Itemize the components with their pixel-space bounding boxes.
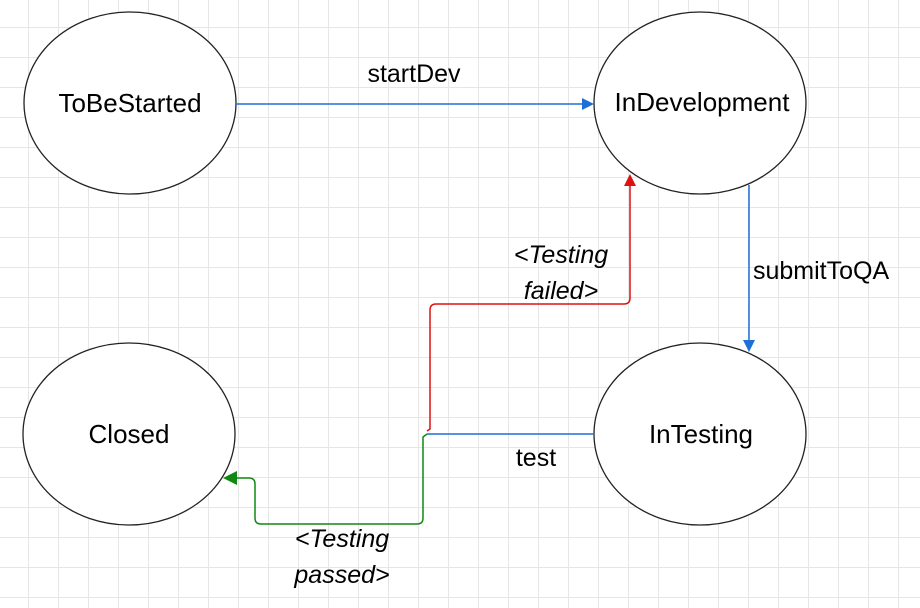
edge-testing-failed[interactable] xyxy=(426,174,636,432)
node-label: ToBeStarted xyxy=(58,88,201,118)
edge-label-line: <Testing xyxy=(514,241,608,269)
node-to-be-started[interactable]: ToBeStarted xyxy=(23,11,237,195)
edge-label-line: <Testing xyxy=(295,525,389,553)
edge-label-testing-passed: <Testing passed> xyxy=(293,525,389,589)
node-label: InTesting xyxy=(649,419,753,449)
edge-label-line: passed> xyxy=(293,561,389,589)
node-label: Closed xyxy=(89,419,170,449)
node-in-development[interactable]: InDevelopment xyxy=(593,11,807,195)
edge-label-test: test xyxy=(516,444,556,472)
edge-label-testing-failed: <Testing failed> xyxy=(514,241,608,305)
node-in-testing[interactable]: InTesting xyxy=(593,342,807,526)
edge-label-line: failed> xyxy=(524,277,598,305)
node-label: InDevelopment xyxy=(615,87,791,117)
node-closed[interactable]: Closed xyxy=(22,342,236,526)
edge-label-start-dev: startDev xyxy=(367,60,461,88)
edge-testing-passed[interactable] xyxy=(223,433,428,525)
edge-label-submit-to-qa: submitToQA xyxy=(753,257,889,285)
